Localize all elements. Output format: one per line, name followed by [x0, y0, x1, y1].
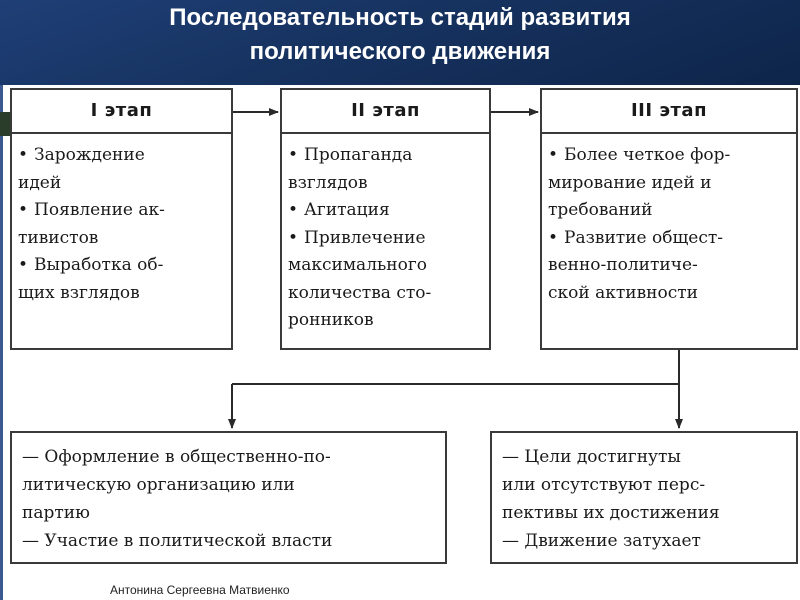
stage-2-item-2: •Агитация [288, 200, 390, 220]
outcome-2-line-1: — Цели достигнуты или отсутствуют перс- … [502, 447, 720, 523]
outcome-1-line-2: — Участие в политической власти [22, 531, 333, 551]
outcome-box-decline: — Цели достигнуты или отсутствуют перс- … [490, 431, 798, 564]
left-accent-mark [0, 112, 11, 136]
stage-1-item-2: •Появление ак- тивистов [18, 200, 165, 248]
page-title: Последовательность стадий развития полит… [0, 0, 800, 69]
stage-box-1: I этап •Зарождение идей •Появление ак- т… [10, 88, 233, 350]
stage-3-item-1: •Более четкое фор- мирование идей и треб… [548, 145, 731, 220]
stage-heading-1: I этап [12, 90, 231, 134]
stage-2-item-3: •Привлечение максимального количества ст… [288, 227, 432, 331]
left-accent-bar [0, 85, 3, 600]
outcome-box-organization: — Оформление в общественно-по- литическу… [10, 431, 447, 564]
page-title-line-1: Последовательность стадий развития [169, 4, 631, 31]
stage-box-3: III этап •Более четкое фор- мирование ид… [540, 88, 798, 350]
stage-heading-2: II этап [282, 90, 489, 134]
outcome-1-line-1: — Оформление в общественно-по- литическу… [22, 447, 331, 523]
page-title-line-2: политического движения [249, 38, 551, 65]
stage-heading-3: III этап [542, 90, 796, 134]
stage-box-2: II этап •Пропаганда взглядов •Агитация •… [280, 88, 491, 350]
title-banner [0, 0, 800, 85]
stage-1-item-3: •Выработка об- щих взглядов [18, 255, 164, 303]
outcome-2-line-2: — Движение затухает [502, 531, 701, 551]
stage-1-item-1: •Зарождение идей [18, 145, 145, 193]
stage-2-item-1: •Пропаганда взглядов [288, 145, 413, 193]
author-footer: Антонина Сергеевна Матвиенко [110, 583, 290, 597]
stage-3-item-2: •Развитие общест- венно-политиче- ской а… [548, 227, 723, 303]
